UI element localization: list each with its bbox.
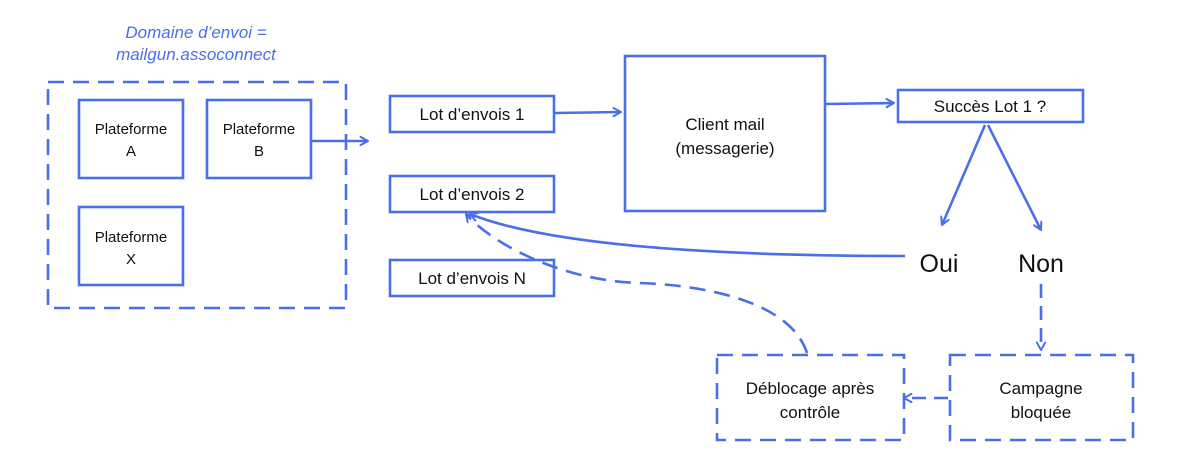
platform-b-line1: Plateforme [223, 121, 296, 138]
lot2-label: Lot d’envois 2 [420, 185, 525, 204]
answer-oui: Oui [920, 250, 959, 278]
decision-box [896, 88, 1085, 124]
domain-label-line1: Domaine d’envoi = [125, 23, 266, 42]
arrow-decision-to-non [986, 124, 1041, 230]
lot1-label: Lot d’envois 1 [420, 105, 525, 124]
client-mail-box [623, 54, 827, 213]
platform-x-box [77, 205, 185, 287]
platform-a-line1: Plateforme [95, 121, 168, 138]
unblock-line1: Déblocage après [746, 379, 875, 398]
platform-b-box [205, 98, 313, 180]
blocked-line1: Campagne [999, 379, 1082, 398]
lot1-box [388, 94, 556, 134]
arrow-unblock-to-lot2 [466, 214, 809, 354]
lotN-box [388, 258, 556, 298]
arrow-client-to-decision [825, 103, 894, 104]
answer-non: Non [1018, 250, 1064, 278]
client-line1: Client mail [685, 115, 764, 134]
platform-x-line1: Plateforme [95, 229, 168, 246]
arrow-decision-to-oui [942, 124, 987, 225]
unblock-line2: contrôle [780, 403, 840, 422]
platform-a-box [77, 98, 185, 180]
domain-container [46, 80, 348, 310]
domain-label-line2: mailgun.assoconnect [116, 45, 277, 64]
client-line2: (messagerie) [675, 139, 774, 158]
lotN-label: Lot d’envois N [418, 269, 526, 288]
platform-b-line2: B [254, 143, 264, 160]
blocked-line2: bloquée [1011, 403, 1072, 422]
blocked-campaign-box [948, 353, 1135, 442]
decision-label: Succès Lot 1 ? [934, 97, 1046, 116]
arrow-lot1-to-client [554, 112, 621, 113]
platform-a-line2: A [126, 143, 136, 160]
platform-x-line2: X [126, 251, 136, 268]
arrow-oui-to-lot2 [470, 214, 906, 258]
